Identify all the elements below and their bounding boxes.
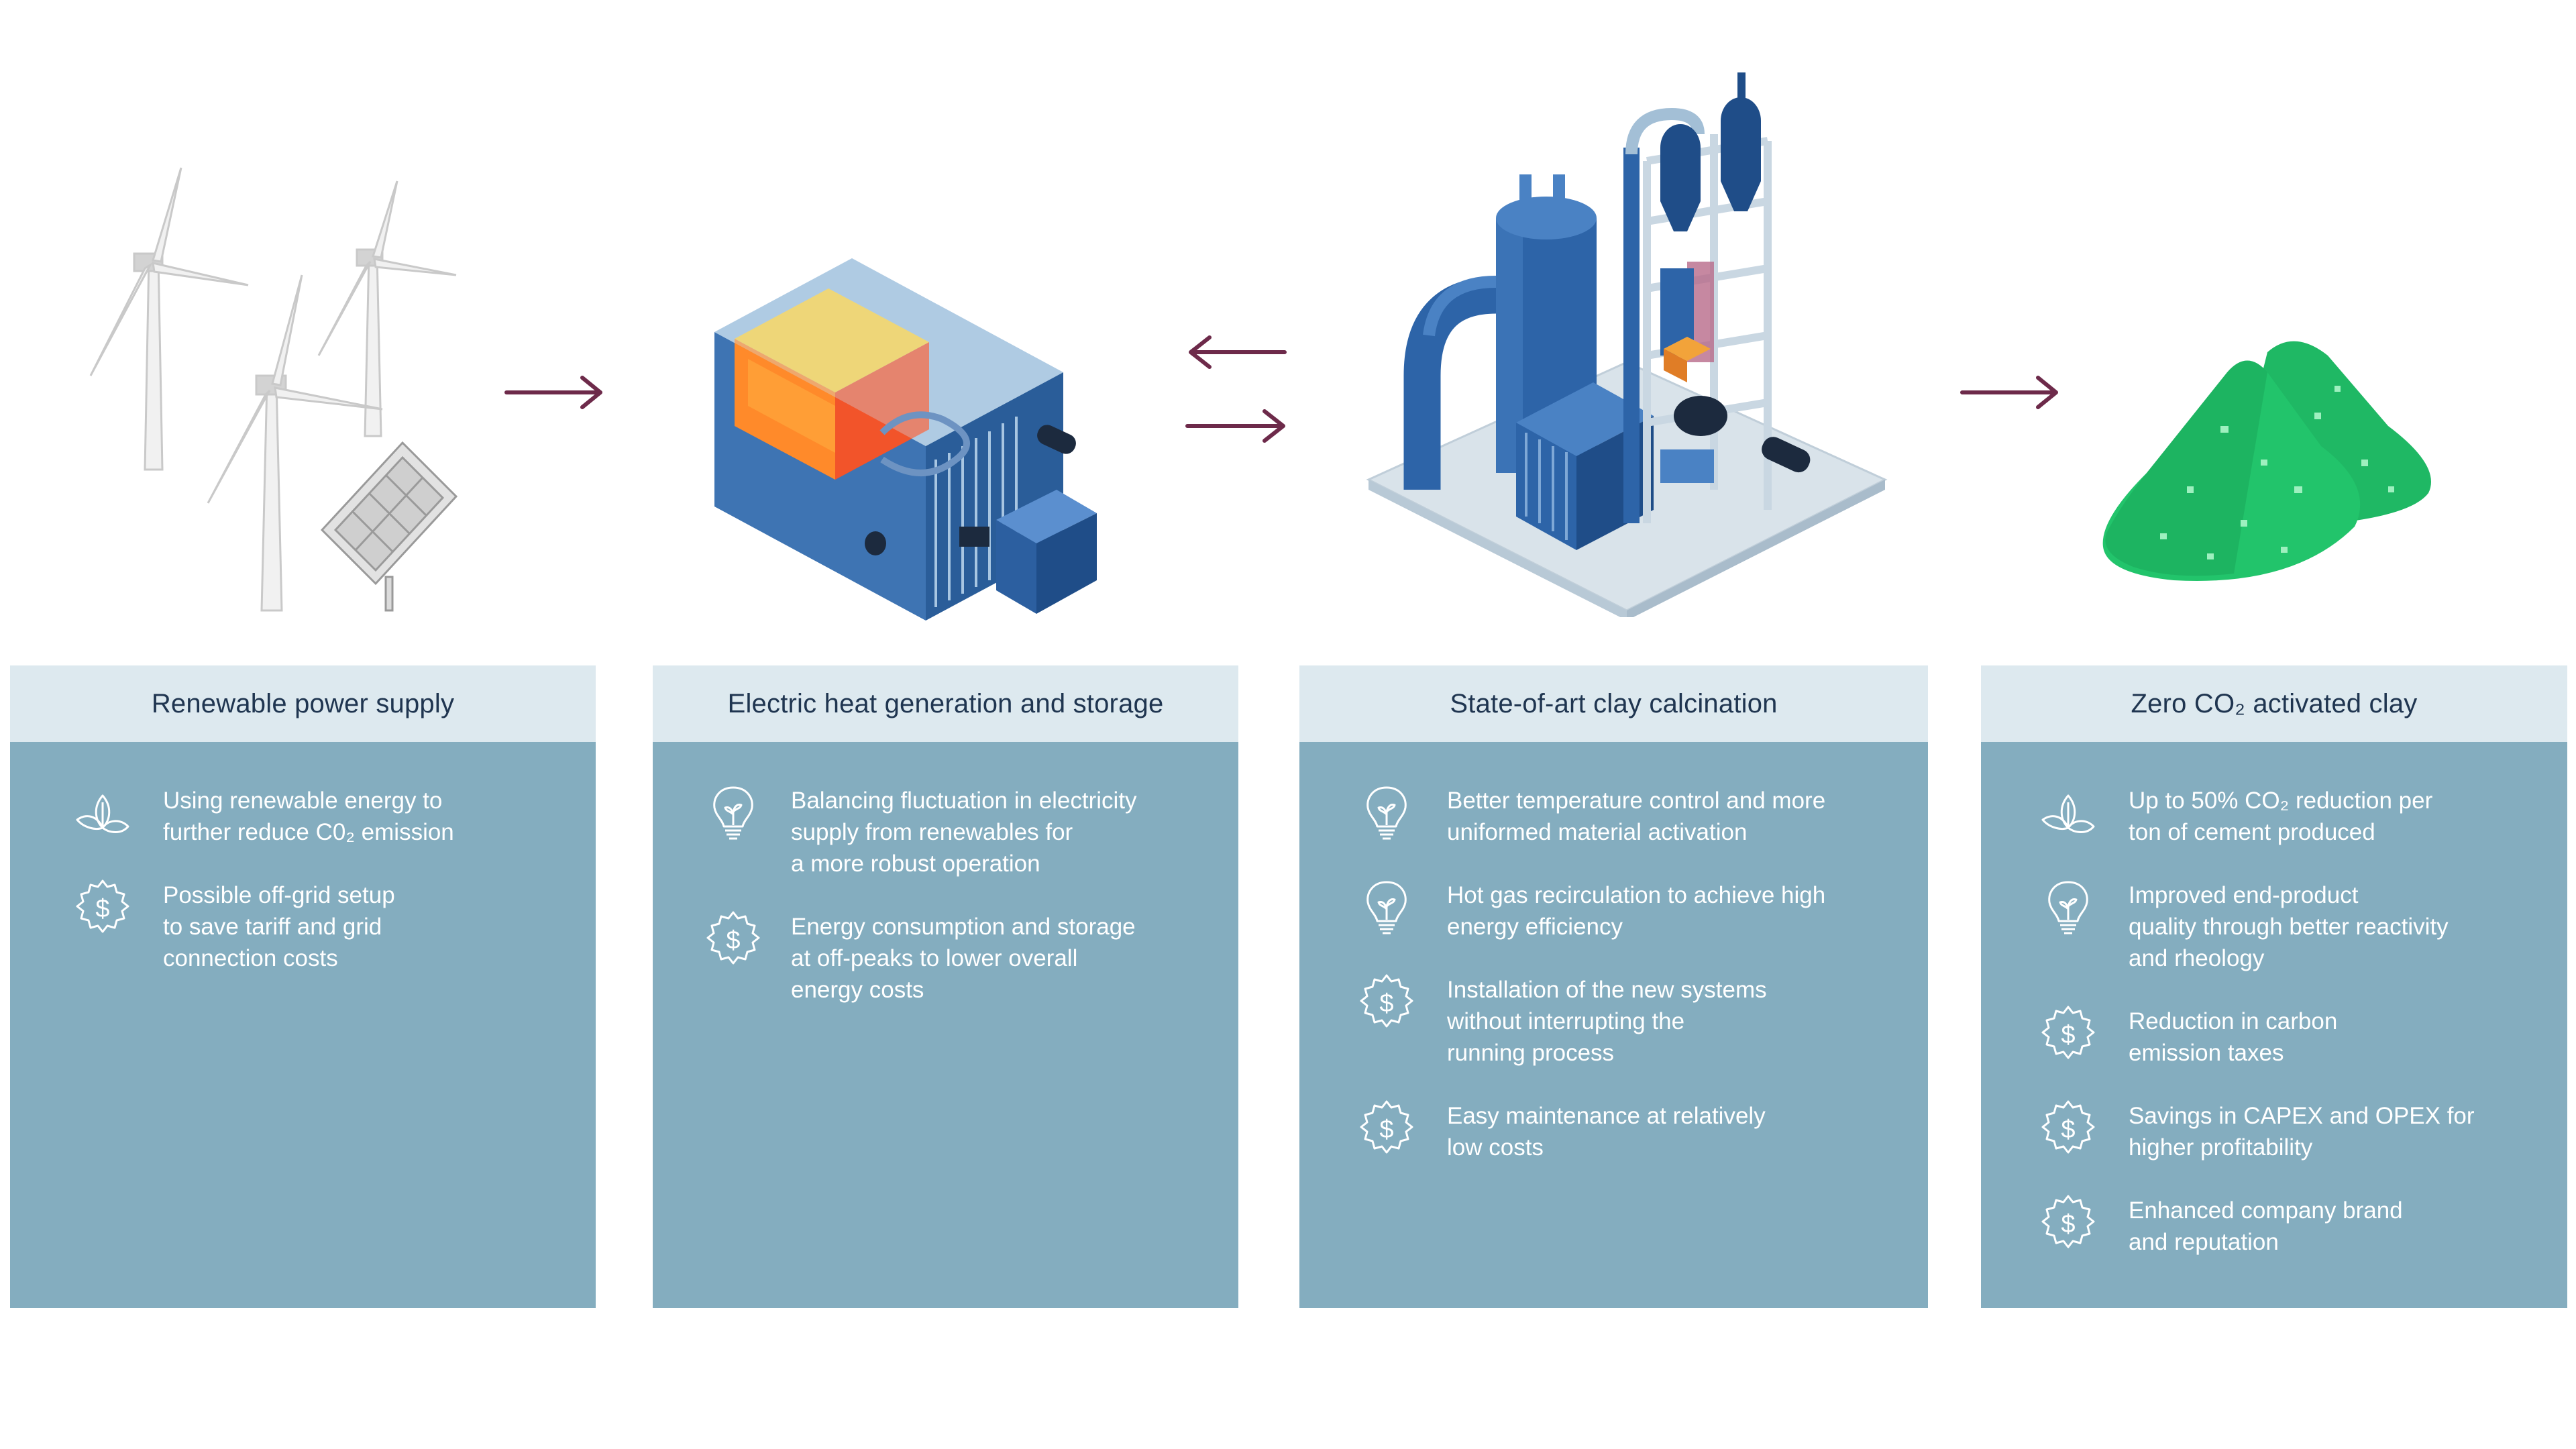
list-item: Balancing fluctuation in electricity sup… (653, 785, 1238, 879)
svg-text:$: $ (2061, 1210, 2075, 1238)
flow-arrow-right (1960, 376, 2058, 409)
list-item: Improved end-product quality through bet… (1981, 879, 2567, 974)
wind-turbines-illustration (89, 167, 458, 612)
list-item-text: Using renewable energy to further reduce… (163, 788, 454, 845)
lightbulb-icon (1353, 875, 1420, 943)
activated-clay-illustration (2102, 341, 2431, 581)
flow-arrow-right (504, 376, 602, 409)
calcination-plant-illustration (1366, 72, 1888, 617)
solar-panel (320, 441, 458, 612)
list-item-text: Possible off-grid setup to save tariff a… (163, 882, 395, 971)
list-item-text: Energy consumption and storage at off-pe… (791, 914, 1136, 1003)
card-clay-calcination: State-of-art clay calcination Better tem… (1299, 665, 1928, 1308)
dollar-gear-icon: $ (2035, 1191, 2102, 1258)
list-item: Better temperature control and more unif… (1299, 785, 1928, 848)
list-item: $ Reduction in carbon emission taxes (1981, 1006, 2567, 1069)
list-item: Up to 50% CO₂ reduction per ton of cemen… (1981, 785, 2567, 848)
card-electric-heat: Electric heat generation and storage Bal… (653, 665, 1238, 1308)
list-item-text: Better temperature control and more unif… (1447, 788, 1826, 845)
list-item-text: Improved end-product quality through bet… (2129, 882, 2449, 971)
card-renewable-power-supply: Renewable power supply Using renewable e… (10, 665, 596, 1308)
card-title: Electric heat generation and storage (653, 665, 1238, 742)
dollar-gear-icon: $ (1353, 1096, 1420, 1163)
leaf-icon (69, 781, 136, 848)
dollar-gear-icon: $ (2035, 1096, 2102, 1163)
svg-text:$: $ (2061, 1021, 2075, 1049)
card-zero-co2-clay: Zero CO₂ activated clay Up to 50% CO₂ re… (1981, 665, 2567, 1308)
lightbulb-icon (1353, 781, 1420, 848)
card-title: Renewable power supply (10, 665, 596, 742)
list-item-text: Savings in CAPEX and OPEX for higher pro… (2129, 1103, 2475, 1161)
list-item-text: Installation of the new systems without … (1447, 977, 1767, 1066)
list-item: Hot gas recirculation to achieve high en… (1299, 879, 1928, 943)
dollar-gear-icon: $ (1353, 970, 1420, 1037)
list-item-text: Hot gas recirculation to achieve high en… (1447, 882, 1826, 940)
svg-text:$: $ (95, 895, 109, 923)
list-item-text: Reduction in carbon emission taxes (2129, 1008, 2338, 1066)
list-item: $ Savings in CAPEX and OPEX for higher p… (1981, 1100, 2567, 1163)
card-title: Zero CO₂ activated clay (1981, 665, 2567, 742)
dollar-gear-icon: $ (700, 907, 767, 974)
list-item: $ Easy maintenance at relatively low cos… (1299, 1100, 1928, 1163)
list-item: $ Enhanced company brand and reputation (1981, 1195, 2567, 1258)
lightbulb-icon (700, 781, 767, 848)
list-item: Using renewable energy to further reduce… (10, 785, 596, 848)
svg-text:$: $ (1379, 1116, 1393, 1144)
heat-storage-illustration (714, 258, 1097, 621)
list-item-text: Balancing fluctuation in electricity sup… (791, 788, 1137, 877)
leaf-icon (2035, 781, 2102, 848)
svg-text:$: $ (1379, 989, 1393, 1018)
list-item-text: Up to 50% CO₂ reduction per ton of cemen… (2129, 788, 2433, 845)
dollar-gear-icon: $ (2035, 1002, 2102, 1069)
list-item: $ Possible off-grid setup to save tariff… (10, 879, 596, 974)
list-item-text: Easy maintenance at relatively low costs (1447, 1103, 1766, 1161)
lightbulb-icon (2035, 875, 2102, 943)
flow-arrow-right (1185, 409, 1285, 443)
card-title: State-of-art clay calcination (1299, 665, 1928, 742)
flow-arrow-left (1189, 335, 1287, 369)
svg-text:$: $ (726, 926, 740, 955)
list-item: $ Installation of the new systems withou… (1299, 974, 1928, 1069)
svg-text:$: $ (2061, 1116, 2075, 1144)
dollar-gear-icon: $ (69, 875, 136, 943)
list-item: $ Energy consumption and storage at off-… (653, 911, 1238, 1006)
list-item-text: Enhanced company brand and reputation (2129, 1197, 2403, 1255)
